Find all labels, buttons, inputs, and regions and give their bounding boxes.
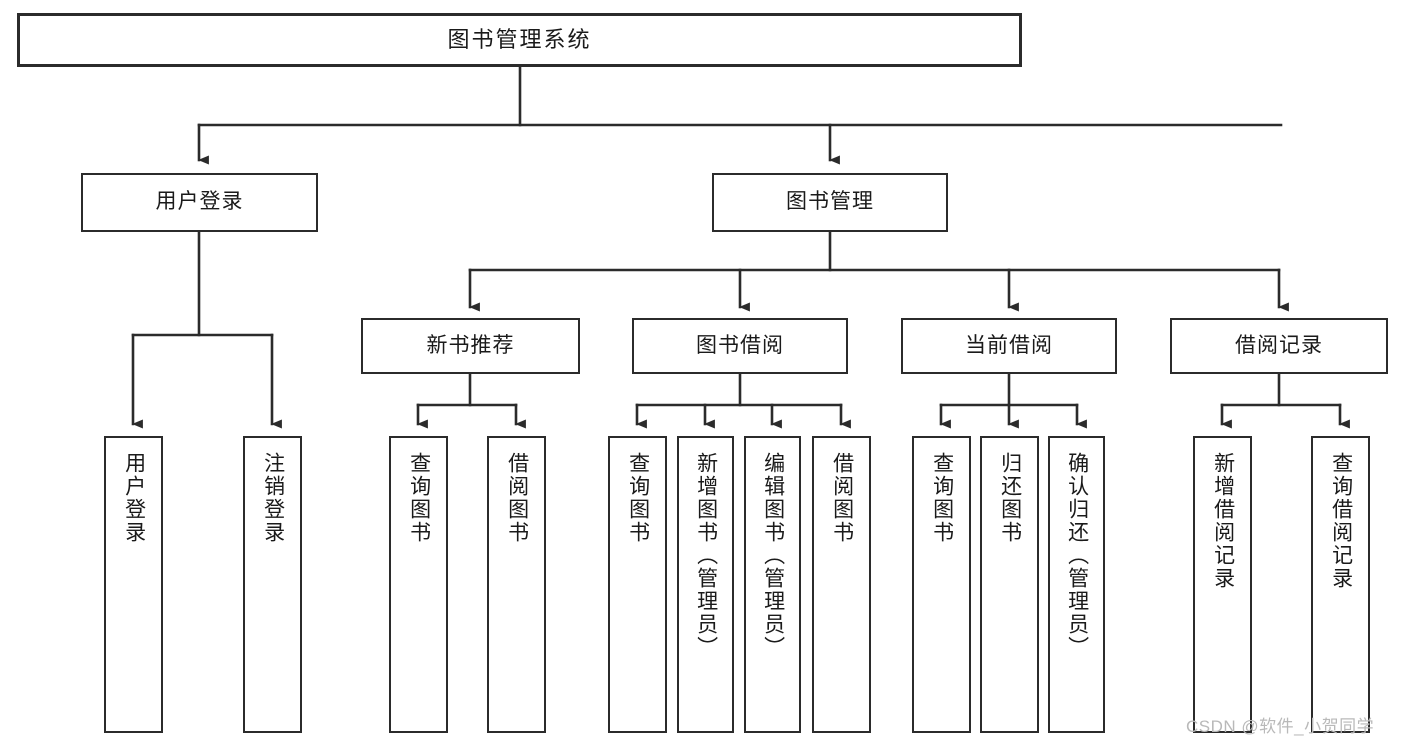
node-label: 图书管理系统 (447, 27, 592, 53)
node-label: 用户登录 (122, 452, 146, 544)
leaf-borrow-book[interactable]: 借阅图书 (812, 436, 871, 733)
node-label: 注销登录 (261, 452, 285, 544)
node-borrow-record[interactable]: 借阅记录 (1170, 318, 1388, 374)
leaf-add-borrow-record[interactable]: 新增借阅记录 (1193, 436, 1252, 733)
leaf-user-login[interactable]: 用户登录 (104, 436, 163, 733)
node-label: 查询借阅记录 (1329, 452, 1353, 590)
leaf-borrow-book-recommend[interactable]: 借阅图书 (487, 436, 546, 733)
node-label: 确认归还（管理员） (1065, 452, 1089, 659)
node-root-system[interactable]: 图书管理系统 (17, 13, 1022, 67)
node-label: 新增借阅记录 (1211, 452, 1235, 590)
node-label: 归还图书 (998, 452, 1022, 544)
leaf-return-book[interactable]: 归还图书 (980, 436, 1039, 733)
leaf-query-book-recommend[interactable]: 查询图书 (389, 436, 448, 733)
leaf-query-borrow-record[interactable]: 查询借阅记录 (1311, 436, 1370, 733)
leaf-query-book-current[interactable]: 查询图书 (912, 436, 971, 733)
leaf-add-book[interactable]: 新增图书（管理员） (677, 436, 734, 733)
node-label: 查询图书 (930, 452, 954, 544)
node-label: 编辑图书（管理员） (761, 452, 785, 659)
node-label: 当前借阅 (965, 333, 1053, 357)
node-book-manage[interactable]: 图书管理 (712, 173, 948, 232)
node-label: 图书管理 (786, 190, 874, 214)
node-label: 查询图书 (407, 452, 431, 544)
node-label: 用户登录 (155, 190, 244, 214)
leaf-edit-book[interactable]: 编辑图书（管理员） (744, 436, 801, 733)
node-label: 借阅记录 (1235, 333, 1323, 357)
node-label: 图书借阅 (696, 333, 784, 357)
node-label: 查询图书 (626, 452, 650, 544)
leaf-query-book-borrow[interactable]: 查询图书 (608, 436, 667, 733)
node-label: 借阅图书 (830, 452, 854, 544)
node-label: 新书推荐 (426, 333, 515, 357)
node-new-book-recommend[interactable]: 新书推荐 (361, 318, 580, 374)
leaf-confirm-return[interactable]: 确认归还（管理员） (1048, 436, 1105, 733)
csdn-watermark: CSDN @软件_小贺同学 (1186, 717, 1375, 736)
node-current-borrow[interactable]: 当前借阅 (901, 318, 1117, 374)
leaf-logout-login[interactable]: 注销登录 (243, 436, 302, 733)
node-label: 借阅图书 (505, 452, 529, 544)
node-book-borrow[interactable]: 图书借阅 (632, 318, 848, 374)
node-label: 新增图书（管理员） (694, 452, 718, 659)
node-user-login[interactable]: 用户登录 (81, 173, 318, 232)
